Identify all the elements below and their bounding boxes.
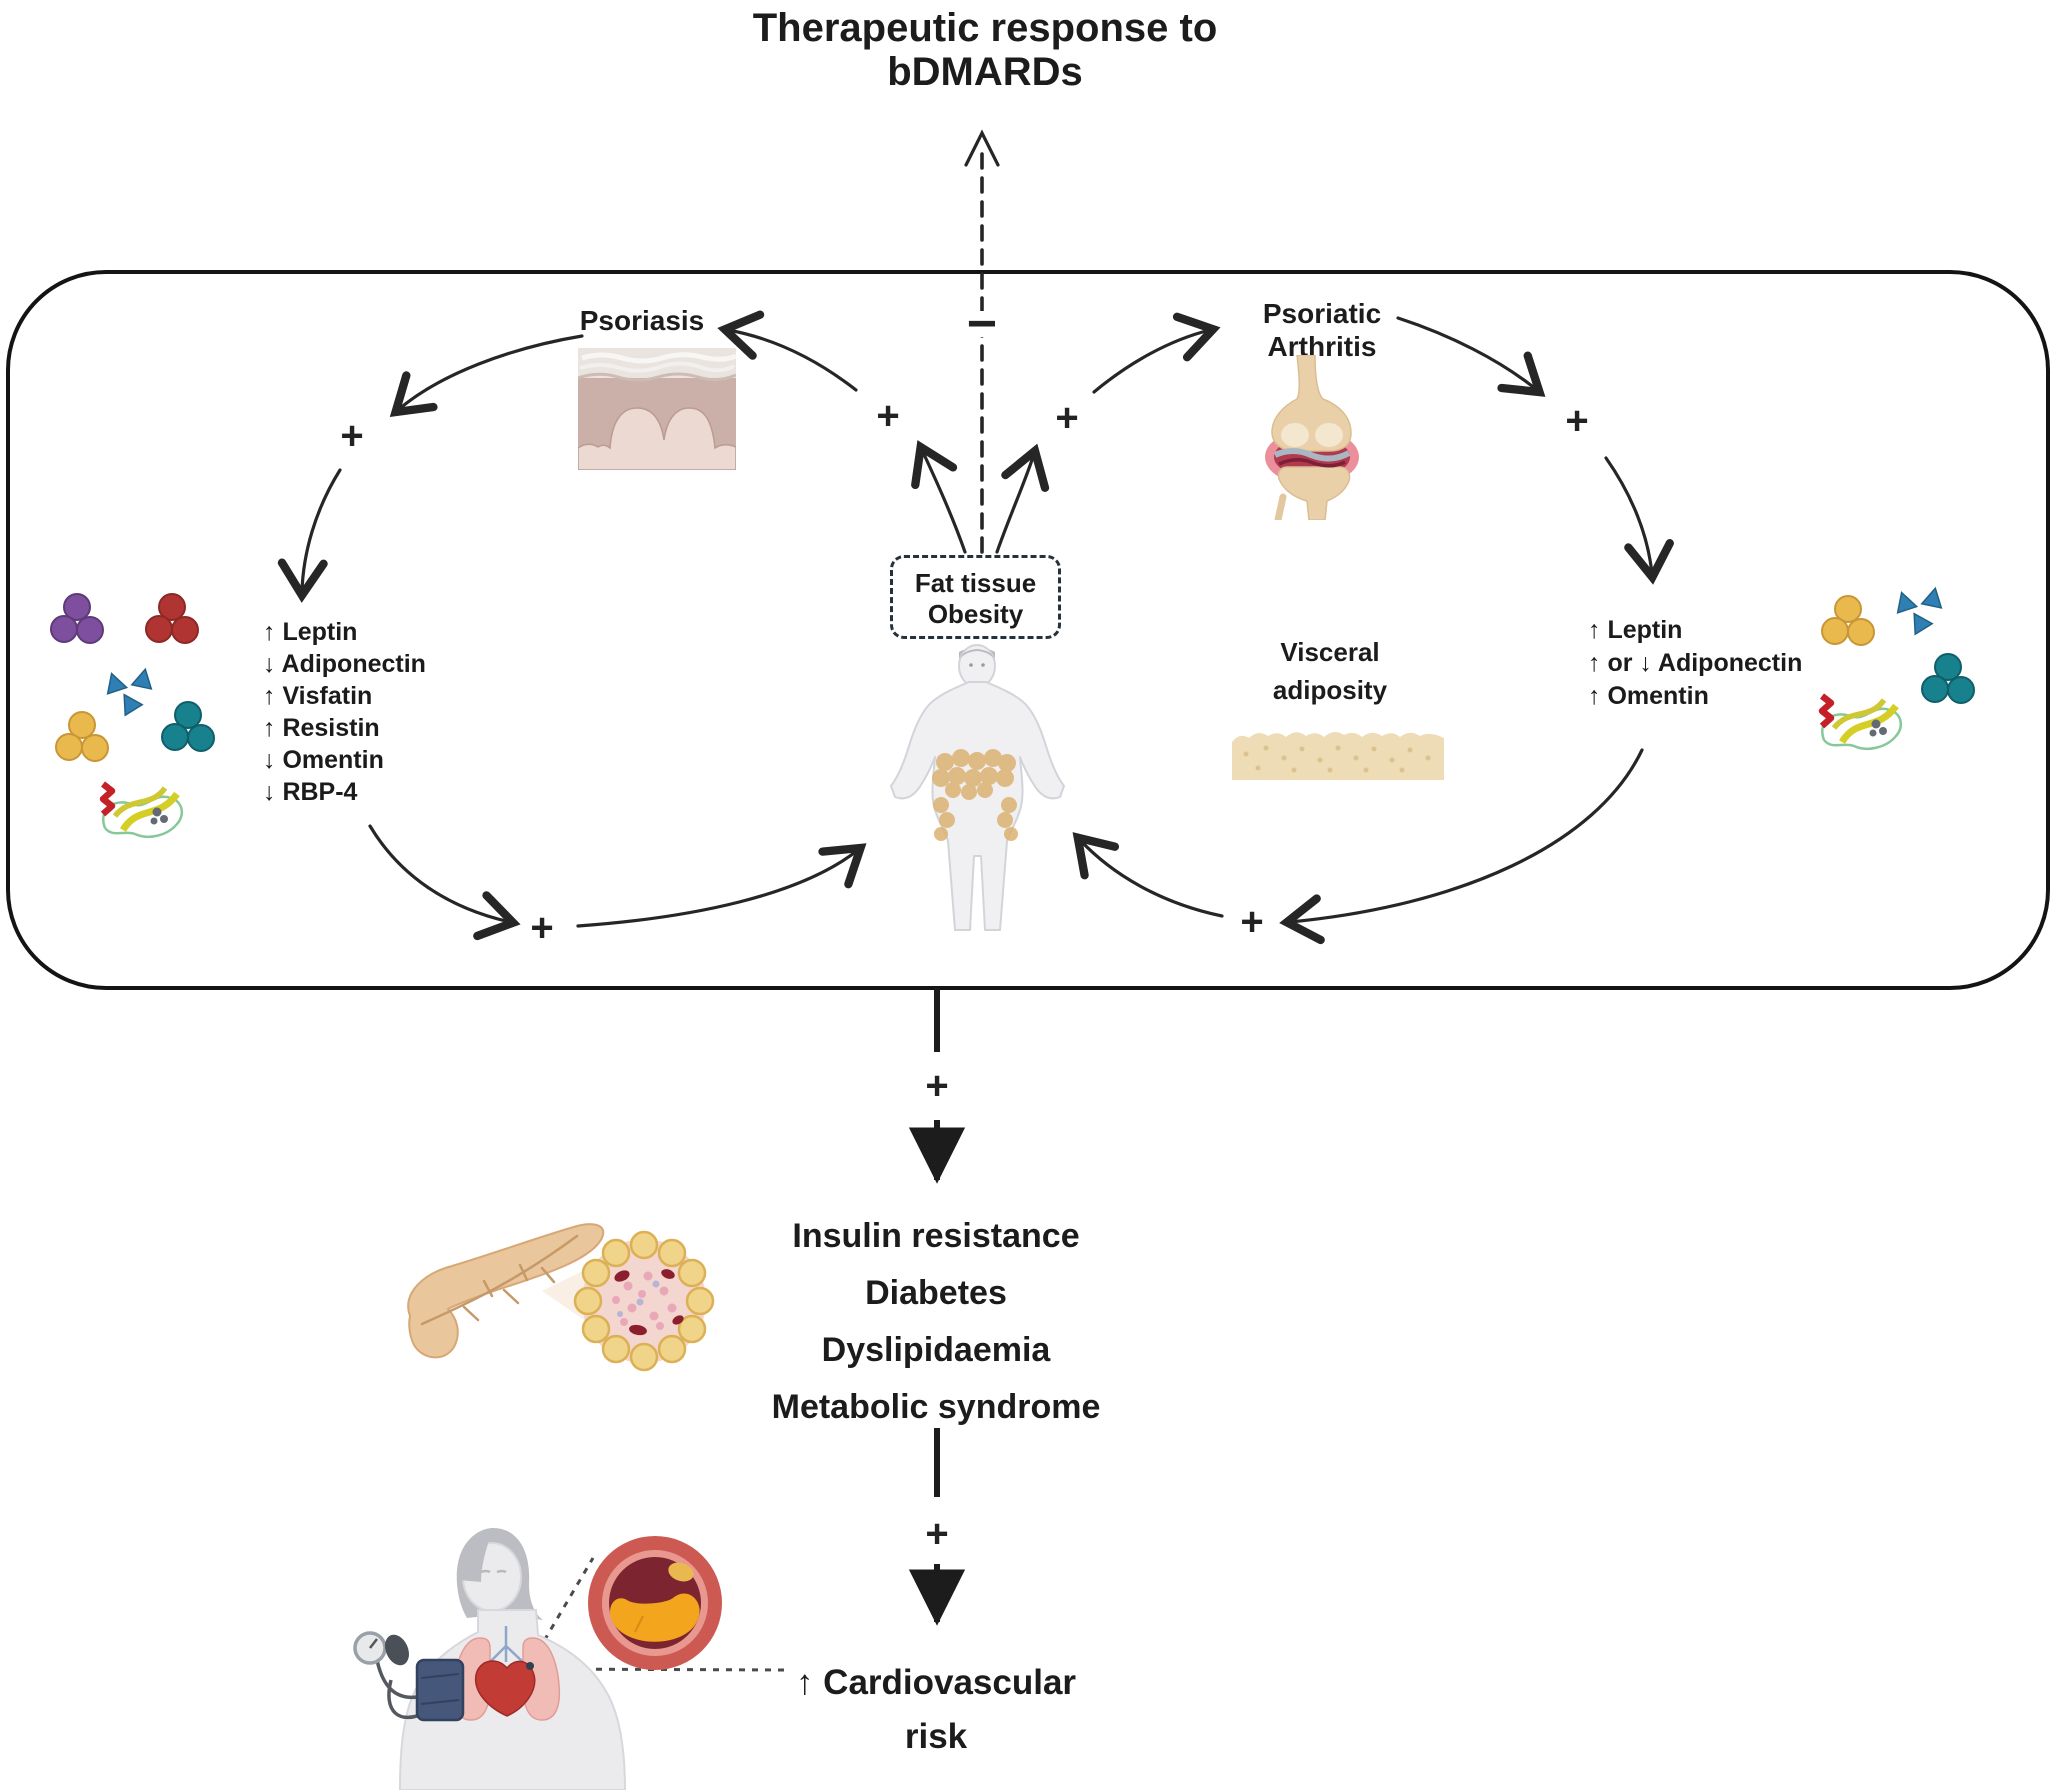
plus-sign-fat-to-psa: + [1055, 396, 1079, 440]
adipokine-item: ↓ Omentin [263, 746, 384, 774]
plus-sign-metabolic: + [925, 1064, 949, 1108]
psa-line2: Arthritis [1267, 331, 1377, 362]
pancreas-islet-icon [407, 1223, 715, 1372]
plus-sign-psa-right: + [1565, 399, 1589, 443]
arrowhead-bdmards [964, 129, 1000, 167]
arrow-plus-to-person-right [1072, 832, 1224, 918]
plus-sign-cardio: + [925, 1512, 949, 1556]
cardiovascular-outcome: ↑ Cardiovascular risk [736, 1656, 1136, 1764]
arrow-adipokines-to-plus-right [1279, 748, 1644, 945]
node-psoriasis: Psoriasis [579, 305, 705, 336]
cardio-line2: risk [904, 1717, 968, 1756]
arrow-left-to-adipokines [277, 468, 342, 603]
plus-sign-psoriasis-left: + [340, 414, 364, 458]
outcome-item: Dyslipidaemia [821, 1331, 1051, 1369]
adipokine-item: ↑ Resistin [263, 714, 380, 742]
minus-sign-bdmards: − [963, 298, 1001, 350]
cardio-line1: ↑ Cardiovascular [795, 1663, 1077, 1702]
adipokine-item: ↑ or ↓ Adiponectin [1588, 649, 1803, 677]
outcome-item: Insulin resistance [792, 1217, 1080, 1255]
fat-line1: Fat tissue [914, 568, 1037, 598]
arrow-fat-to-psa-short [995, 443, 1050, 554]
page-title: Therapeutic response to bDMARDs [685, 6, 1285, 94]
adipokine-molecules-left-icon [50, 593, 215, 847]
adipokine-molecules-right-icon [1808, 585, 1975, 788]
outcome-item: Diabetes [865, 1274, 1007, 1312]
arrow-fat-to-psa-long [1092, 312, 1221, 394]
knee-joint-icon [1265, 355, 1359, 520]
title-line2: bDMARDs [887, 50, 1083, 94]
adipose-tissue-icon [1232, 731, 1444, 780]
right-adipokine-list: ↑ Leptin ↑ or ↓ Adiponectin ↑ Omentin [1588, 614, 1802, 713]
adipokine-item: ↑ Leptin [1588, 616, 1683, 644]
arrow-plus-to-person-left [576, 843, 867, 928]
plus-sign-fat-to-psoriasis: + [876, 394, 900, 438]
obese-person-icon [890, 644, 1065, 931]
title-line1: Therapeutic response to [752, 6, 1218, 50]
visceral-line2: adiposity [1272, 675, 1388, 705]
node-psoriatic-arthritis: Psoriatic Arthritis [1222, 297, 1422, 363]
skin-icon [578, 348, 736, 470]
plus-sign-bottom-left: + [530, 906, 554, 950]
outcome-item: Metabolic syndrome [771, 1388, 1101, 1426]
arrow-fat-to-psoriasis-long [717, 310, 858, 392]
arrow-psoriasis-to-left [389, 334, 584, 418]
plus-sign-bottom-right: + [1240, 900, 1264, 944]
arrow-psa-to-right [1396, 316, 1546, 397]
adipokine-item: ↓ RBP-4 [263, 778, 358, 806]
arrow-adipokines-to-plus [368, 824, 521, 941]
left-adipokine-list: ↑ Leptin ↓ Adiponectin ↑ Visfatin ↑ Resisti… [263, 616, 426, 808]
fat-deposits [932, 749, 1018, 841]
adipokine-item: ↓ Adiponectin [263, 650, 426, 678]
arrow-fat-to-psoriasis-short [911, 440, 967, 554]
node-visceral-adiposity: Visceral adiposity [1230, 633, 1430, 709]
adipokine-item: ↑ Leptin [263, 618, 358, 646]
arrow-right-to-adipokines [1604, 456, 1674, 585]
cardiovascular-patient-icon [353, 1528, 788, 1790]
adipokine-item: ↑ Visfatin [263, 682, 373, 710]
feedback-loop-box [6, 270, 2050, 990]
fat-line2: Obesity [927, 599, 1024, 629]
node-fat-tissue-obesity: Fat tissue Obesity [890, 555, 1061, 639]
adipokine-item: ↑ Omentin [1588, 682, 1709, 710]
visceral-line1: Visceral [1280, 637, 1380, 667]
psa-line1: Psoriatic [1262, 298, 1382, 329]
